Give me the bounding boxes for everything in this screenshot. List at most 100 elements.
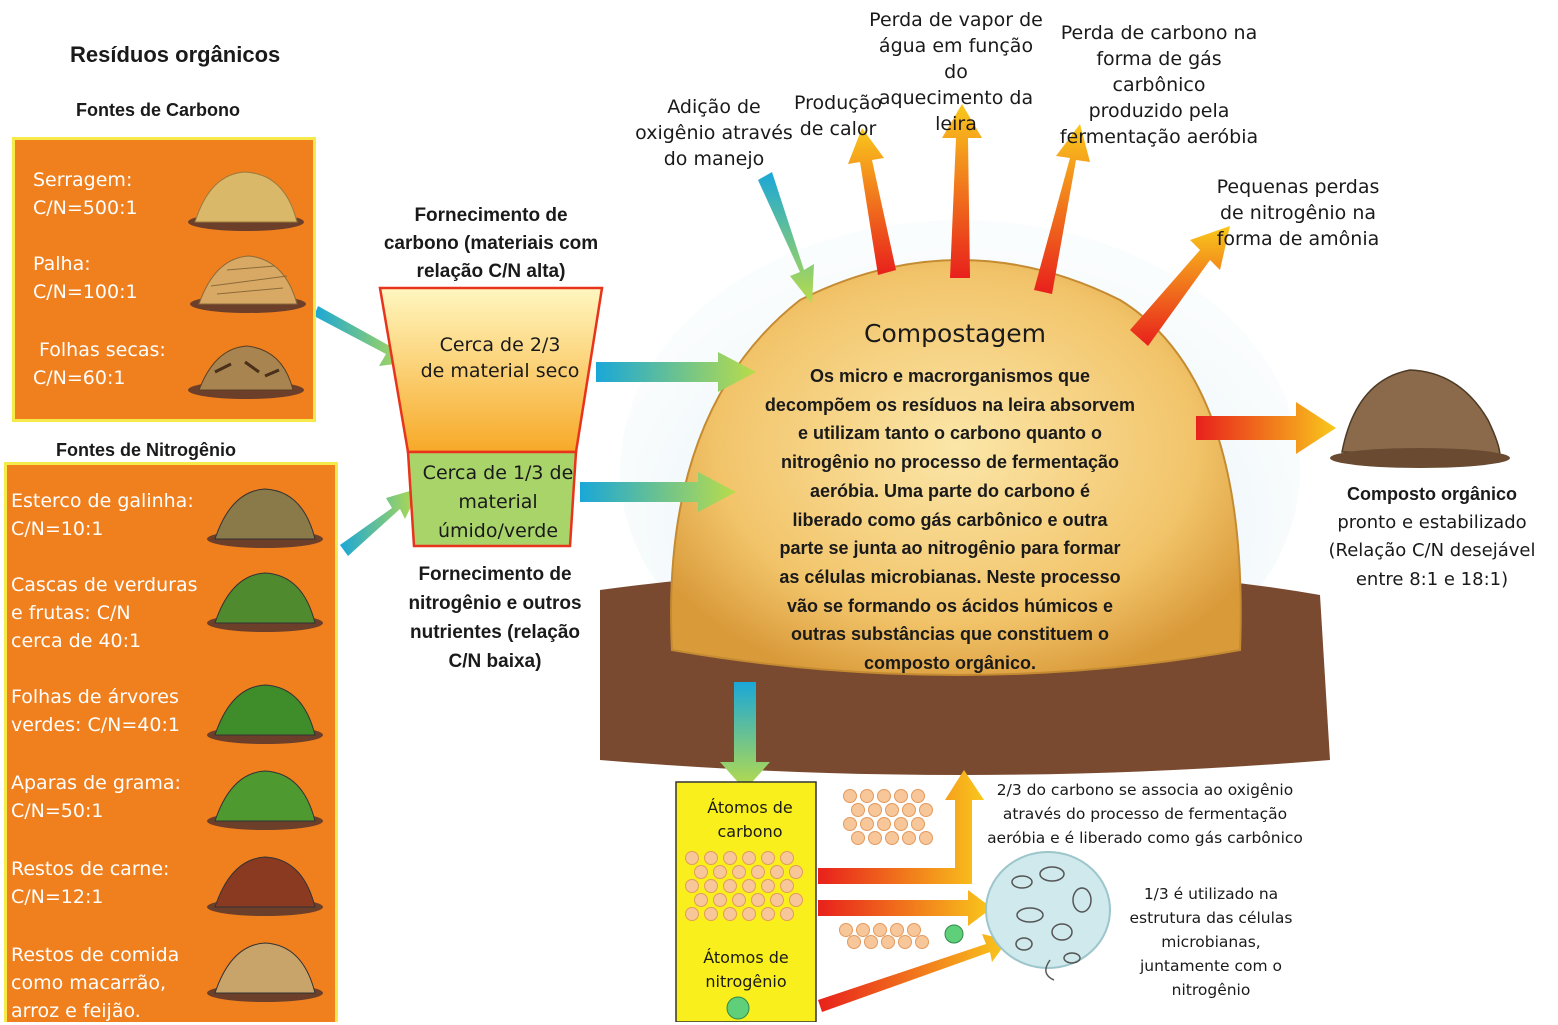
carbon-atom [865,936,878,949]
carbon-atom [790,866,803,879]
carbon-atom [886,804,899,817]
microbial-cells-icon [986,852,1110,968]
carbon-atom [882,936,895,949]
carbon-atom [752,894,765,907]
carbon-atom [686,880,699,893]
nitrogen-supply-label: Fornecimento de nitrogênio e outros nutr… [378,560,612,676]
carbon-atom [705,880,718,893]
carbon-supply-label: Fornecimento de carbono (materiais com r… [368,202,614,286]
carbon-atom [781,908,794,921]
carbon-atom [903,832,916,845]
pile-text-line: Os micro e macrorganismos que [730,362,1170,391]
carbon-atom [920,804,933,817]
carbon-atom [886,832,899,845]
carbon-atom [733,866,746,879]
carbon-atom [790,894,803,907]
vegetable-scraps-icon [203,561,327,633]
grass-clippings-icon [203,759,327,831]
carbon-atoms-free-lower [840,924,929,949]
carbon-atom [714,894,727,907]
nitrogen-item: Restos de carne:C/N=12:1 [11,855,169,911]
carbon-atom [724,908,737,921]
carbon-item-straw: Palha: C/N=100:1 [33,250,138,306]
nitrogen-sources-heading: Fontes de Nitrogênio [56,440,236,461]
food-scraps-pile-icon [203,931,327,1003]
carbon-atom [844,790,857,803]
carbon-atom [891,924,904,937]
carbon-atom [781,852,794,865]
arrow-carbon-to-cells [818,890,992,926]
pile-text-line: composto orgânico. [730,649,1170,678]
carbon-atom [852,804,865,817]
dry-leaves-pile-icon [185,332,307,400]
page-title: Resíduos orgânicos [70,42,280,68]
carbon-atom [895,790,908,803]
carbon-atom [781,880,794,893]
manure-pile-icon [203,477,327,549]
carbon-atom [743,880,756,893]
nitrogen-atoms-label: Átomos de nitrogênio [676,946,816,994]
straw-pile-icon [187,246,309,314]
carbon-atom [705,908,718,921]
carbon-atom [903,804,916,817]
carbon-atoms-label: Átomos de carbono [680,796,820,844]
finished-compost-label: Composto orgânico pronto e estabilizado … [1316,480,1548,594]
carbon-atom [912,818,925,831]
finished-compost-icon [1342,370,1500,456]
pile-text-line: nitrogênio no processo de fermentação [730,448,1170,477]
carbon-sources-panel: Serragem: C/N=500:1 Palha: C/N=100:1 Fol… [12,137,316,422]
carbon-atom [920,832,933,845]
carbon-atom [912,790,925,803]
carbon-atom [869,804,882,817]
carbon-atoms-free-upper [844,790,933,845]
carbon-atom [861,790,874,803]
carbon-atom [844,818,857,831]
carbon-atom [695,866,708,879]
vapor-label: Perda de vapor de água em função do aque… [866,7,1046,137]
meat-scraps-icon [203,845,327,917]
pile-text-line: vão se formando os ácidos húmicos e [730,592,1170,621]
arrow-nitrogen-to-cells [818,934,1008,1012]
carbon-atom [895,818,908,831]
carbon-atom [771,866,784,879]
carbon-sources-heading: Fontes de Carbono [76,100,240,121]
carbon-atom [852,832,865,845]
carbon-atom [686,908,699,921]
carbon-atom [848,936,861,949]
nitrogen-atom-free [945,925,963,943]
carbon-atom [762,908,775,921]
pile-text-line: liberado como gás carbônico e outra [730,506,1170,535]
carbon-atom [752,866,765,879]
green-leaves-pile-icon [203,673,327,745]
nitrogen-item: Esterco de galinha:C/N=10:1 [11,487,194,543]
cells-structure-label: 1/3 é utilizado na estrutura das células… [1116,882,1306,1002]
ammonia-loss-label: Pequenas perdas de nitrogênio na forma d… [1212,174,1384,252]
carbon-atom [916,936,929,949]
carbon-atom [743,852,756,865]
compost-pile-title: Compostagem [790,318,1120,350]
carbon-item-dry-leaves: Folhas secas: C/N=60:1 [33,336,166,392]
carbon-atom [861,818,874,831]
carbon-atom [705,852,718,865]
carbon-item-sawdust: Serragem: C/N=500:1 [33,166,138,222]
carbon-atom [857,924,870,937]
sawdust-pile-icon [185,164,307,232]
carbon-atom [714,866,727,879]
carbon-atom [771,894,784,907]
carbon-atom [840,924,853,937]
pile-text-line: e utilizam tanto o carbono quanto o [730,419,1170,448]
carbon-atom [733,894,746,907]
carbon-atom [908,924,921,937]
pile-text-line: as células microbianas. Neste processo [730,563,1170,592]
carbon-atom [878,790,891,803]
carbon-atom [762,852,775,865]
carbon-atom [869,832,882,845]
nitrogen-item: Aparas de grama:C/N=50:1 [11,769,181,825]
carbon-atom [874,924,887,937]
carbon-atom [762,880,775,893]
